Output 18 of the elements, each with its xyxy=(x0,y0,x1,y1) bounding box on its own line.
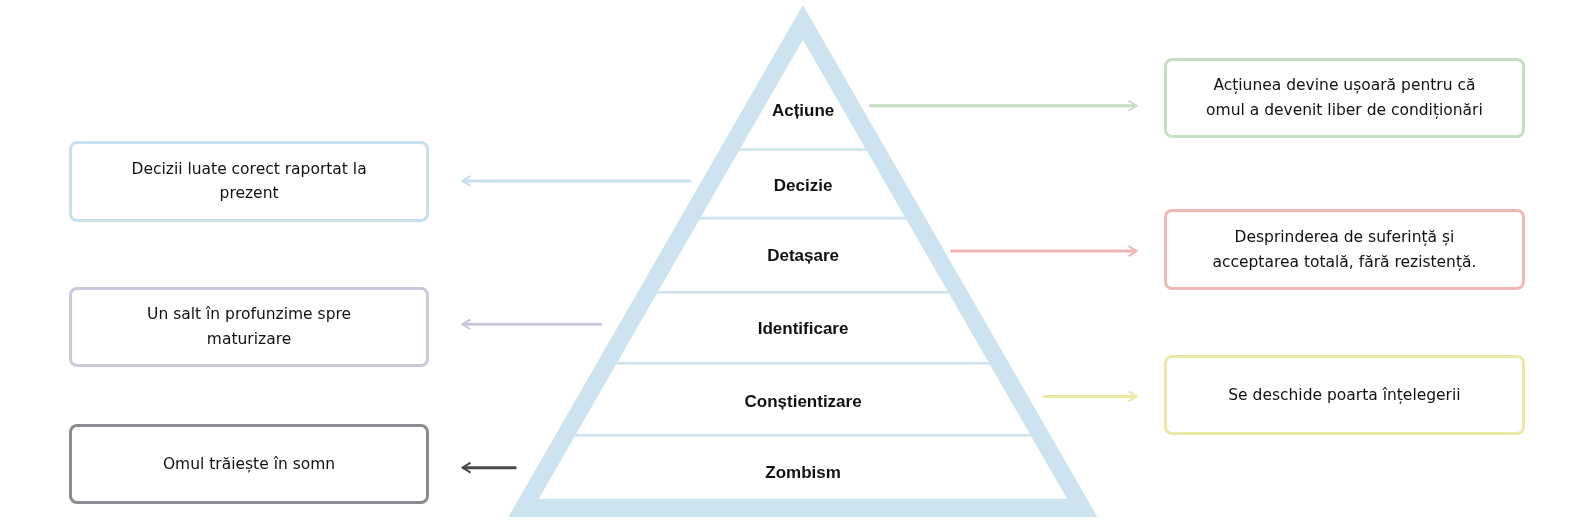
description-box: Un salt în profunzime spre maturizare xyxy=(69,286,429,367)
arrow xyxy=(869,99,1138,112)
pyramid-level: Decizie xyxy=(690,149,916,219)
description-box: Se deschide poarta înțelegerii xyxy=(1164,354,1525,436)
arrow xyxy=(950,245,1138,258)
description-box: Omul trăiește în somn xyxy=(69,423,429,505)
pyramid-level: Acțiune xyxy=(730,61,877,150)
arrow xyxy=(1043,390,1138,403)
arrow xyxy=(461,174,692,187)
pyramid-level: Zombism xyxy=(516,435,1090,501)
pyramid-level: Identificare xyxy=(601,291,1005,363)
description-box: Decizii luate corect raportat la prezent xyxy=(69,141,429,222)
description-box: Acțiunea devine ușoară pentru că omul a devenit liber de condiționări xyxy=(1164,57,1525,139)
pyramid-level: Conștientizare xyxy=(563,362,1043,436)
pyramid-level: Detașare xyxy=(648,218,959,292)
description-box: Desprinderea de suferință și acceptarea totală, fără rezistență. xyxy=(1164,209,1525,290)
arrow xyxy=(461,318,602,331)
arrow xyxy=(461,461,517,474)
